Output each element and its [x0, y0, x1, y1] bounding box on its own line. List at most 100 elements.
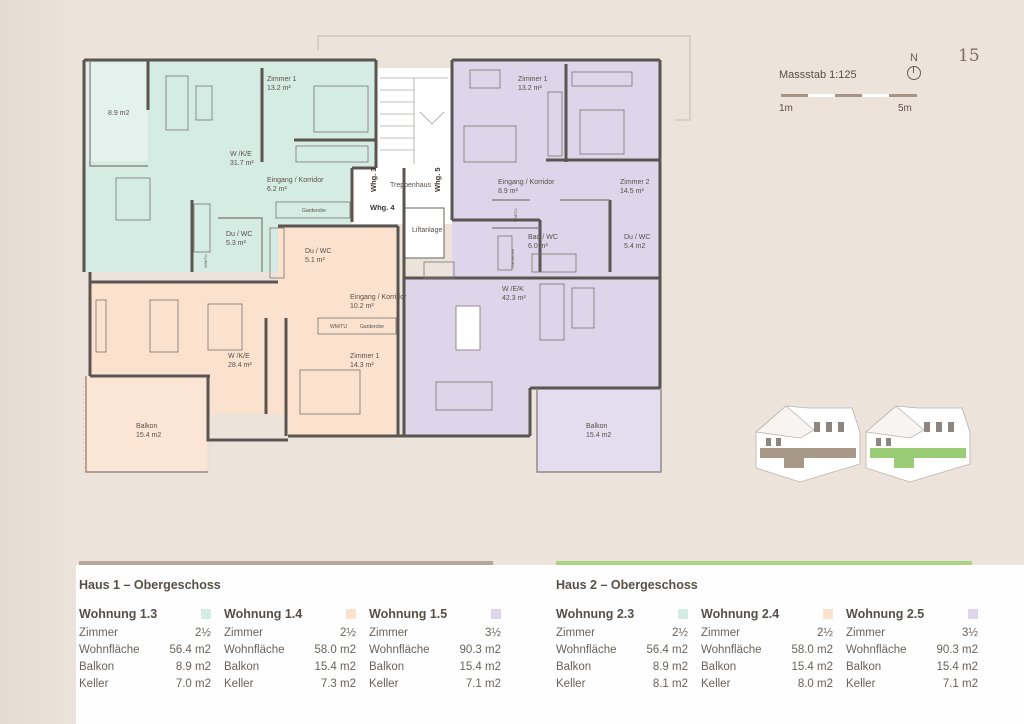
stat-label: Zimmer	[846, 627, 885, 639]
stat-value: 56.4 m2	[646, 644, 688, 656]
unit-color-swatch	[346, 609, 356, 619]
stat-label: Zimmer	[79, 627, 118, 639]
unit-title: Wohnung 2.5	[846, 606, 978, 622]
room-wk-a-name: W /K/E	[230, 151, 252, 158]
unit-title: Wohnung 2.4	[701, 606, 833, 622]
room-wek-c-area: 42.3 m²	[502, 295, 526, 302]
stat-label: Wohnfläche	[846, 644, 907, 656]
unit-title: Wohnung 1.4	[224, 606, 356, 622]
lift	[403, 207, 445, 259]
room-du-c-area: 5.4 m2	[624, 243, 646, 250]
unit-name: Wohnung 1.3	[79, 607, 158, 621]
balcony-c-name: Balkon	[586, 423, 608, 430]
wm-label-a: WM/TU	[203, 254, 208, 268]
scale-end-label: 5m	[898, 103, 912, 114]
balcony-c-area: 15.4 m2	[586, 432, 611, 439]
stat-label: Wohnfläche	[369, 644, 430, 656]
room-du-b-name: Du / WC	[305, 248, 331, 255]
room-zimmer1-c-name: Zimmer 1	[518, 76, 548, 83]
north-compass: N	[903, 52, 925, 80]
stat-value: 15.4 m2	[791, 661, 833, 673]
north-label: N	[910, 52, 918, 64]
balcony-a-area: 8.9 m2	[108, 110, 130, 117]
stat-value: 7.0 m2	[175, 678, 211, 690]
garderobe-label-c: Garderobe	[510, 248, 515, 268]
stat-value: 8.9 m2	[175, 661, 211, 673]
room-eingang-c-area: 8.9 m²	[498, 188, 519, 195]
room-bad-c-area: 6.0 m²	[528, 243, 549, 250]
stat-value: 15.4 m2	[314, 661, 356, 673]
room-zimmer1-c-area: 13.2 m²	[518, 85, 542, 92]
stat-label: Keller	[224, 678, 254, 690]
stat-label: Balkon	[556, 661, 592, 673]
stat-label: Keller	[79, 678, 109, 690]
compass-icon	[907, 66, 921, 80]
stat-label: Zimmer	[556, 627, 595, 639]
stat-value: 8.1 m2	[652, 678, 688, 690]
unit-summary-panel	[76, 565, 1024, 724]
unit-color-swatch	[491, 609, 501, 619]
room-zimmer2-c-name: Zimmer 2	[620, 179, 650, 186]
stat-value: 3½	[485, 627, 501, 639]
room-wk-a-area: 31.7 m²	[230, 160, 254, 167]
stat-label: Keller	[846, 678, 876, 690]
stair-label: Treppenhaus	[390, 182, 431, 189]
stat-label: Zimmer	[369, 627, 408, 639]
stat-label: Zimmer	[224, 627, 263, 639]
room-wk-b-name: W /K/E	[228, 353, 250, 360]
room-du-a-name: Du / WC	[226, 231, 252, 238]
unit-name: Wohnung 1.5	[369, 607, 448, 621]
house-location-illustration	[755, 405, 971, 483]
room-zimmer1-b-name: Zimmer 1	[350, 353, 380, 360]
unit-name: Wohnung 2.3	[556, 607, 635, 621]
unit-color-swatch	[201, 609, 211, 619]
unit-stat-row: Balkon 15.4 m2	[224, 659, 356, 676]
room-eingang-b-area: 10.2 m²	[350, 303, 374, 310]
stat-value: 7.1 m2	[465, 678, 501, 690]
stat-label: Balkon	[224, 661, 260, 673]
room-zimmer1-a-area: 13.2 m²	[267, 85, 291, 92]
haus1-accent-rule	[79, 561, 493, 565]
unit-stat-row: Keller 7.0 m2	[79, 676, 211, 693]
room-du-c-name: Du / WC	[624, 234, 650, 241]
unit-name: Wohnung 2.4	[701, 607, 780, 621]
stat-value: 56.4 m2	[169, 644, 211, 656]
stat-value: 8.9 m2	[652, 661, 688, 673]
stat-value: 58.0 m2	[314, 644, 356, 656]
stat-value: 90.3 m2	[936, 644, 978, 656]
haus2-title: Haus 2 – Obergeschoss	[556, 578, 698, 592]
room-wek-c-name: W /E/K	[502, 286, 524, 293]
room-eingang-a-area: 6.2 m²	[267, 186, 288, 193]
room-du-b-area: 5.1 m²	[305, 257, 326, 264]
stat-value: 8.0 m2	[797, 678, 833, 690]
scale-bar	[781, 94, 917, 97]
stat-value: 90.3 m2	[459, 644, 501, 656]
room-zimmer2-c-area: 14.5 m²	[620, 188, 644, 195]
stat-value: 2½	[817, 627, 833, 639]
unit-name: Wohnung 2.5	[846, 607, 925, 621]
lift-label: Liftanlage	[412, 227, 442, 234]
site-outline	[317, 35, 691, 121]
room-eingang-b-name: Eingang / Korridor	[350, 294, 407, 301]
stat-value: 15.4 m2	[936, 661, 978, 673]
room-du-a-area: 5.3 m²	[226, 240, 247, 247]
haus2-accent-rule	[556, 561, 972, 565]
room-zimmer1-b-area: 14.3 m²	[350, 362, 374, 369]
stat-value: 58.0 m2	[791, 644, 833, 656]
